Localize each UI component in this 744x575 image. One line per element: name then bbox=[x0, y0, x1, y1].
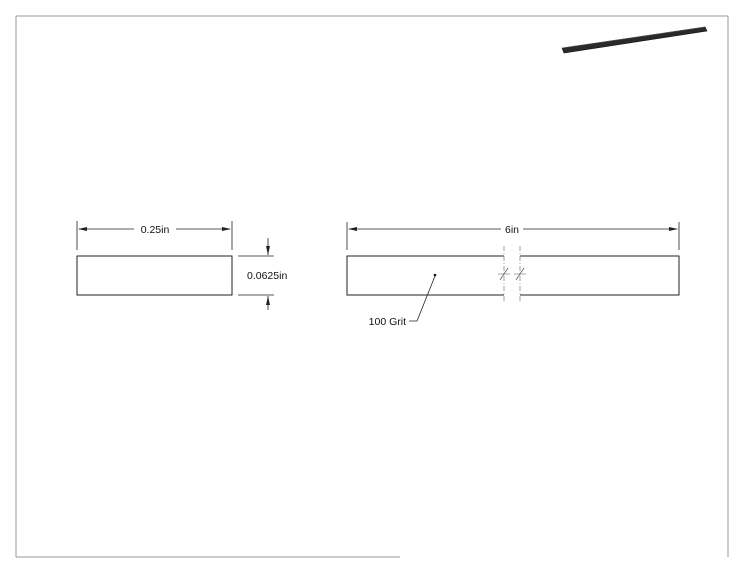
grit-callout-label: 100 Grit bbox=[369, 316, 406, 328]
isometric-bar-view bbox=[561, 26, 708, 54]
grit-callout-leader bbox=[409, 273, 437, 322]
thickness-dimension-label: 0.0625in bbox=[247, 270, 287, 282]
side-view: 6in 100 Grit bbox=[346, 222, 680, 328]
thickness-dimension bbox=[238, 238, 274, 310]
width-dimension-label: 0.25in bbox=[141, 224, 170, 236]
break-gap bbox=[498, 246, 526, 302]
end-view: 0.25in 0.0625in bbox=[76, 221, 287, 310]
length-dimension bbox=[346, 222, 680, 250]
width-dimension bbox=[76, 221, 233, 250]
end-view-outline bbox=[76, 255, 233, 296]
sheet-border bbox=[15, 15, 729, 558]
length-dimension-label: 6in bbox=[505, 224, 519, 236]
